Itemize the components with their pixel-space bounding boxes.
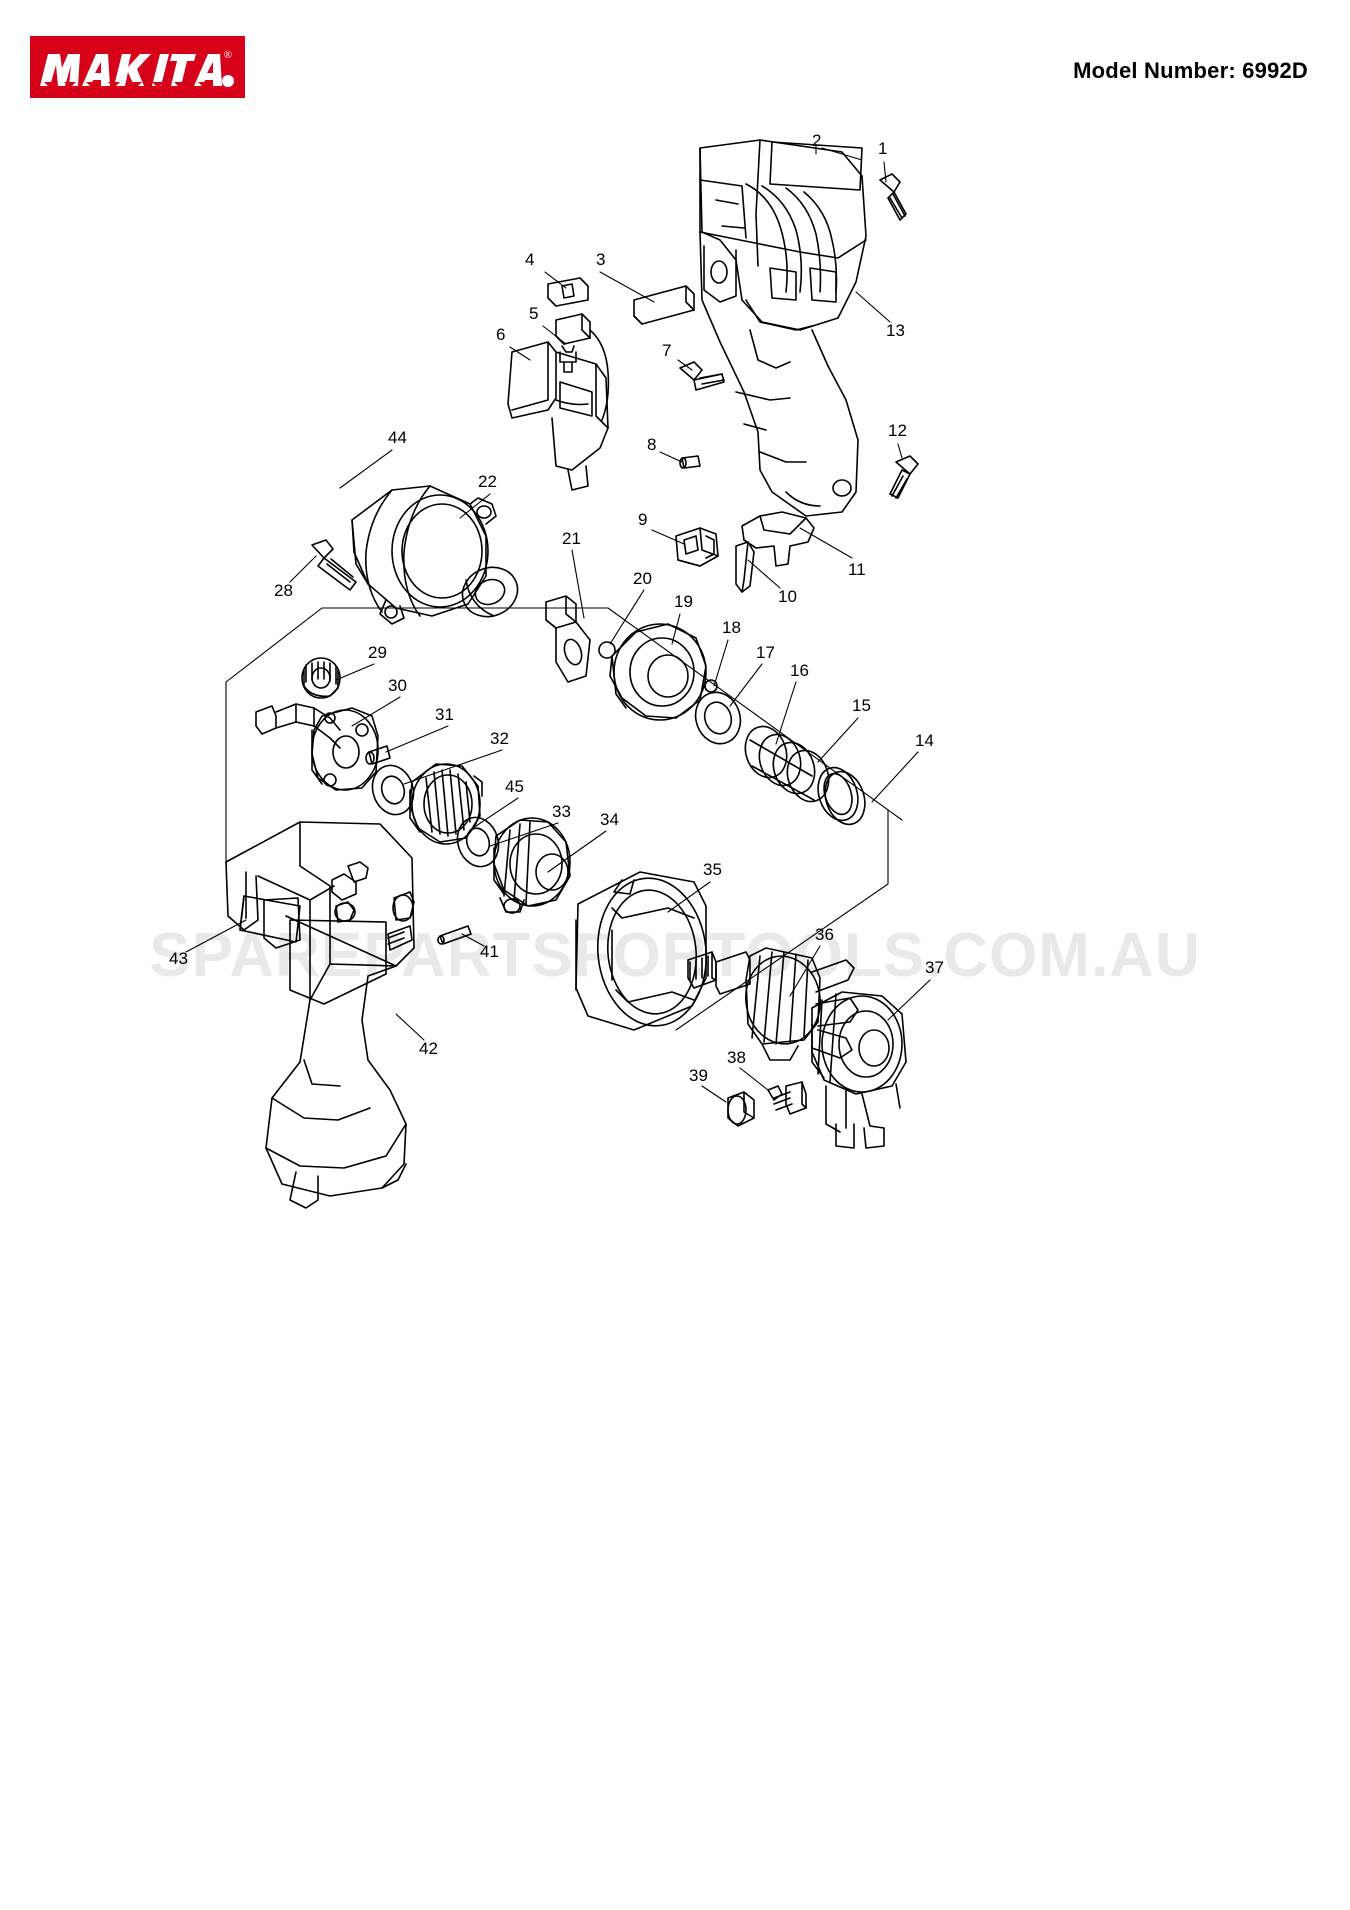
- callout-29[interactable]: 29: [368, 643, 387, 662]
- callout-45[interactable]: 45: [505, 777, 524, 796]
- part-bearing-ring-33: [456, 816, 500, 868]
- callout-22[interactable]: 22: [478, 472, 497, 491]
- part-switch-assembly: [507, 341, 609, 491]
- callout-34[interactable]: 34: [600, 810, 619, 829]
- assembly-grouping-brackets: [225, 607, 903, 1031]
- part-label-plate: [239, 895, 301, 943]
- callout-18[interactable]: 18: [722, 618, 741, 637]
- part-brush-holder-9: [675, 527, 719, 567]
- callout-13[interactable]: 13: [886, 321, 905, 340]
- callout-37[interactable]: 37: [925, 958, 944, 977]
- part-brush-spring: [767, 1081, 807, 1115]
- model-number-label: Model Number: 6992D: [1073, 58, 1308, 83]
- part-pin-8: [679, 455, 701, 469]
- makita-wordmark-icon: [40, 54, 234, 88]
- part-brush-holder-assembly: [811, 991, 907, 1149]
- callout-11[interactable]: 11: [848, 560, 866, 579]
- part-switch-lever: [633, 285, 695, 325]
- callout-43[interactable]: 43: [169, 949, 188, 968]
- part-nameplate: [769, 141, 863, 191]
- callout-12[interactable]: 12: [888, 421, 907, 440]
- part-hammer-18: [609, 623, 707, 721]
- part-tool-body: [225, 821, 415, 1209]
- part-motor-housing: [699, 139, 867, 517]
- part-armature: [687, 947, 859, 1061]
- callout-32[interactable]: 32: [490, 729, 509, 748]
- callout-6[interactable]: 6: [496, 325, 506, 344]
- part-reversing-lever: [735, 541, 755, 593]
- part-internal-gear: [409, 763, 483, 845]
- callout-38[interactable]: 38: [727, 1048, 746, 1067]
- callout-42[interactable]: 42: [419, 1039, 438, 1058]
- part-screw-7: [679, 361, 725, 391]
- part-spindle-assembly: [255, 703, 379, 791]
- part-gear-assembly: [493, 817, 571, 914]
- callout-36[interactable]: 36: [815, 925, 834, 944]
- part-ball-19: [598, 641, 616, 659]
- callout-17[interactable]: 17: [756, 643, 775, 662]
- makita-logo: ®: [30, 36, 245, 98]
- callout-21[interactable]: 21: [562, 529, 581, 548]
- callout-16[interactable]: 16: [790, 661, 809, 680]
- part-spring-15: [744, 725, 830, 803]
- callout-14[interactable]: 14: [915, 731, 934, 750]
- part-washer-16: [694, 691, 742, 745]
- part-gear-cap: [301, 657, 341, 699]
- callout-44[interactable]: 44: [388, 428, 407, 447]
- callout-31[interactable]: 31: [435, 705, 454, 724]
- part-terminal: [547, 277, 589, 307]
- part-washer-21: [461, 566, 519, 618]
- part-hammer-case: [351, 485, 497, 625]
- callout-3[interactable]: 3: [596, 250, 606, 269]
- callout-20[interactable]: 20: [633, 569, 652, 588]
- callout-39[interactable]: 39: [689, 1066, 708, 1085]
- callout-7[interactable]: 7: [662, 341, 672, 360]
- callout-8[interactable]: 8: [647, 435, 657, 454]
- callout-28[interactable]: 28: [274, 581, 293, 600]
- part-pin-rod: [437, 925, 472, 945]
- part-screw-1: [879, 173, 907, 221]
- part-lead-clip: [741, 511, 815, 567]
- leader-lines: [185, 145, 931, 1103]
- part-screw-28: [311, 539, 357, 591]
- part-pin-31: [365, 745, 391, 765]
- callout-15[interactable]: 15: [852, 696, 871, 715]
- part-brush-cap: [727, 1091, 755, 1127]
- callout-41[interactable]: 41: [480, 942, 499, 961]
- callout-2[interactable]: 2: [812, 131, 822, 150]
- part-ring-spring-14: [817, 766, 866, 826]
- callout-35[interactable]: 35: [703, 860, 722, 879]
- callout-4[interactable]: 4: [525, 250, 535, 269]
- callout-19[interactable]: 19: [674, 592, 693, 611]
- part-stator: [575, 871, 708, 1031]
- part-screw-12: [889, 455, 919, 499]
- callout-30[interactable]: 30: [388, 676, 407, 695]
- callout-9[interactable]: 9: [638, 510, 648, 529]
- callout-10[interactable]: 10: [778, 587, 797, 606]
- part-anvil-holder: [545, 595, 591, 683]
- callout-1[interactable]: 1: [878, 139, 888, 158]
- registered-trademark-icon: ®: [223, 49, 232, 61]
- callout-5[interactable]: 5: [529, 304, 539, 323]
- callout-33[interactable]: 33: [552, 802, 571, 821]
- page-header: ® Model Number: 6992D: [0, 0, 1350, 120]
